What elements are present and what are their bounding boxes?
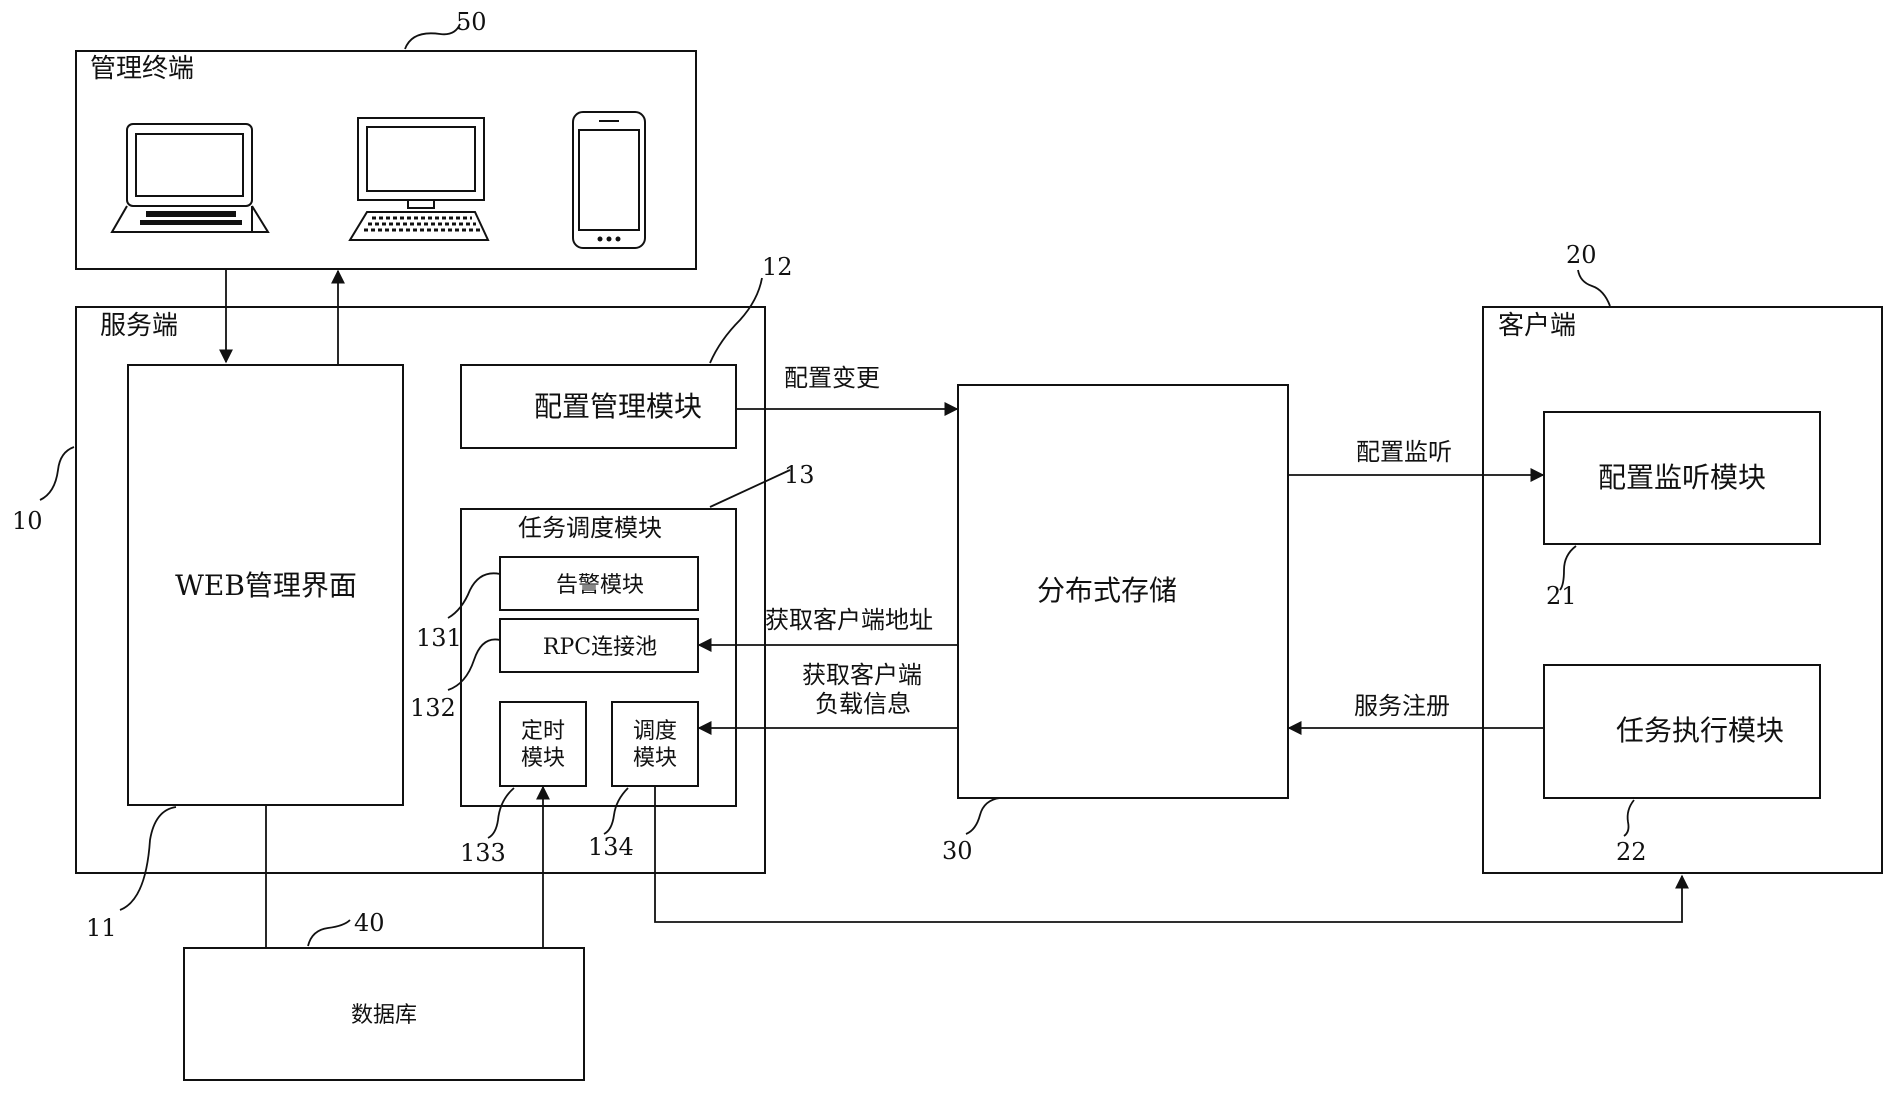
dispatch-module-label-line2: 模块 [633,746,677,771]
database-group: 数据库 40 [183,909,585,1081]
edge-label-config-listen: 配置监听 [1356,438,1452,466]
ref-133-label: 133 [460,839,506,867]
ref-22-label: 22 [1616,838,1647,866]
web-management-ui-label: WEB管理界面 [175,569,357,602]
management-terminal-group: 管理终端 50 [75,8,697,270]
web-management-ui-box [127,364,404,806]
dispatch-module-box [611,701,699,787]
smartphone-icon [572,111,646,249]
management-terminal-box [75,50,697,270]
server-box [75,306,766,874]
edge-label-get-client-address: 获取客户端地址 [765,606,933,634]
task-scheduling-module-label: 任务调度模块 [518,514,662,542]
ref-50-leader [404,23,461,50]
config-management-module-box [460,364,737,449]
client-group: 客户端 20 配置监听模块 21 任务执行模块 22 [1482,241,1883,874]
distributed-storage-box [957,384,1289,799]
desktop-computer-icon [348,117,490,241]
ref-21-leader [1559,545,1577,591]
alarm-module-box [499,556,699,611]
laptop-icon [110,123,270,233]
ref-20-label: 20 [1566,241,1597,269]
ref-13-leader [709,469,791,508]
ref-133-leader [487,787,515,839]
ref-134-label: 134 [588,833,634,861]
ref-132-label: 132 [410,694,456,722]
database-box [183,947,585,1081]
ref-11-label: 11 [86,914,117,942]
ref-11-leader [119,806,177,911]
client-box [1482,306,1883,874]
edge-label-service-register: 服务注册 [1354,692,1450,720]
ref-131-label: 131 [416,624,462,652]
arrow-dispatch-to-task-execution [654,786,1689,923]
task-scheduling-module-box [460,508,737,807]
ref-12-label: 12 [762,253,793,281]
ref-40-label: 40 [354,909,385,937]
ref-134-leader [603,787,629,835]
ref-22-leader [1623,799,1635,837]
rpc-connection-pool-label: RPC连接池 [543,635,657,660]
distributed-storage-label: 分布式存储 [1037,574,1177,607]
ref-13-label: 13 [784,461,815,489]
ref-21-label: 21 [1546,582,1577,610]
ref-132-leader [447,638,501,691]
config-listen-module-label: 配置监听模块 [1598,461,1766,494]
timer-module-label-line1: 定时 [521,719,565,744]
task-execution-module-box [1543,664,1821,799]
ref-12-leader [709,277,763,364]
ref-10-leader [39,446,75,501]
timer-module-box [499,701,587,787]
ref-40-leader [307,919,351,947]
config-management-module-label: 配置管理模块 [534,390,702,423]
distributed-storage-group: 分布式存储 30 [942,384,1289,865]
client-title: 客户端 [1498,311,1576,341]
task-execution-module-label: 任务执行模块 [1616,714,1784,747]
edge-label-get-client-load-line1: 获取客户端 [802,661,922,689]
ref-20-leader [1577,269,1611,307]
edge-label-config-change: 配置变更 [784,364,880,392]
dispatch-module-label-line1: 调度 [633,719,677,744]
database-label: 数据库 [351,1003,417,1028]
ref-30-leader [965,797,1001,835]
ref-10-label: 10 [12,507,43,535]
ref-131-leader [447,572,501,619]
server-title: 服务端 [100,311,178,341]
edge-label-get-client-load-line2: 负载信息 [815,690,911,718]
management-terminal-title: 管理终端 [90,54,194,84]
ref-30-label: 30 [942,837,973,865]
server-group: 服务端 10 WEB管理界面 11 配置管理模块 12 任务调度模块 13 告警… [12,253,815,942]
timer-module-label-line2: 模块 [521,746,565,771]
alarm-module-label: 告警模块 [556,573,644,598]
ref-50-label: 50 [456,8,487,36]
